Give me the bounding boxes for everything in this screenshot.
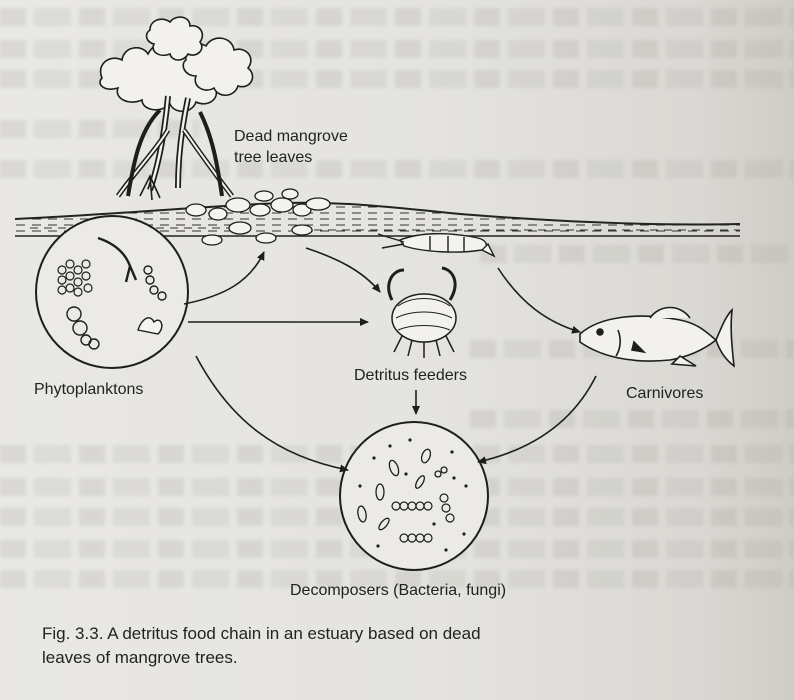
arrow-phyto-to-water: [184, 252, 264, 304]
detritus-feeder-illustration: [389, 268, 456, 358]
label-phytoplanktons: Phytoplanktons: [34, 380, 143, 400]
label-dead-leaves: Dead mangrove tree leaves: [234, 126, 348, 168]
shrimp-illustration: [378, 234, 494, 256]
mangrove-trees: [100, 17, 253, 200]
arrow-phyto-to-decomposers: [196, 356, 348, 470]
label-decomposers: Decomposers (Bacteria, fungi): [290, 581, 506, 601]
label-carnivores: Carnivores: [626, 384, 703, 404]
arrow-shrimp-to-fish: [498, 268, 580, 332]
fish-illustration: [580, 308, 734, 367]
label-detritus-feeders: Detritus feeders: [354, 366, 467, 386]
arrow-fish-to-decomposers: [478, 376, 596, 462]
decomposers-circle: [340, 422, 488, 570]
figure-caption: Fig. 3.3. A detritus food chain in an es…: [42, 622, 742, 670]
arrow-leaves-to-feeders: [306, 248, 380, 292]
phytoplankton-circle: [36, 216, 188, 368]
